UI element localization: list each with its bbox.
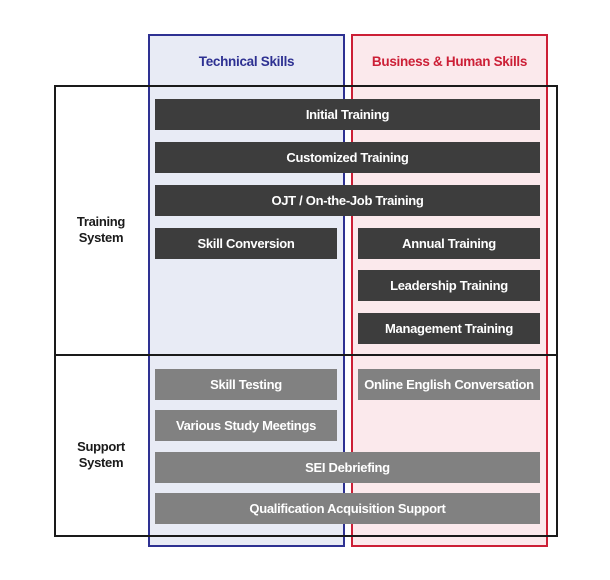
skill-conversion-box: Skill Conversion — [155, 228, 337, 259]
online-english-conversation-box: Online English Conversation — [358, 369, 540, 400]
customized-training-box: Customized Training — [155, 142, 540, 173]
support-label-line2: System — [78, 455, 124, 470]
system-divider — [54, 354, 558, 356]
support-system-label: Support System — [56, 439, 146, 471]
leadership-training-box: Leadership Training — [358, 270, 540, 301]
study-meetings-box: Various Study Meetings — [155, 410, 337, 441]
training-system-label: Training System — [56, 214, 146, 246]
support-label-line1: Support — [77, 439, 125, 454]
skill-testing-box: Skill Testing — [155, 369, 337, 400]
business-human-skills-header: Business & Human Skills — [371, 54, 528, 69]
qualification-support-box: Qualification Acquisition Support — [155, 493, 540, 524]
system-frame — [54, 85, 558, 537]
management-training-box: Management Training — [358, 313, 540, 344]
training-label-line1: Training — [76, 214, 126, 229]
training-label-line2: System — [78, 230, 124, 245]
sei-debriefing-box: SEI Debriefing — [155, 452, 540, 483]
ojt-training-box: OJT / On-the-Job Training — [155, 185, 540, 216]
annual-training-box: Annual Training — [358, 228, 540, 259]
technical-skills-header: Technical Skills — [198, 54, 295, 69]
initial-training-box: Initial Training — [155, 99, 540, 130]
